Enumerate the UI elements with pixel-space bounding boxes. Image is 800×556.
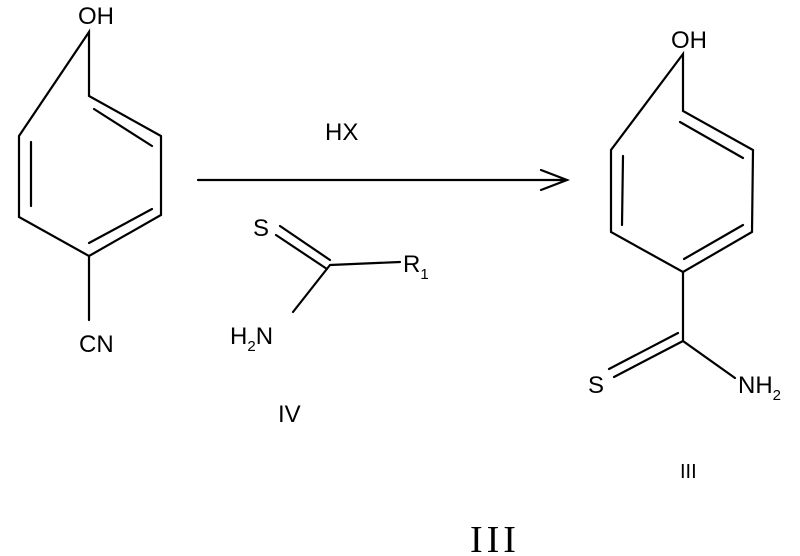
reactant-ring-bonds (17, 28, 163, 322)
reagent-label: IV (278, 401, 301, 428)
reactant-cn-label: CN (79, 331, 114, 358)
product-label: III (680, 461, 697, 483)
reactant-oh-label: OH (78, 3, 114, 30)
product-ring-bonds (609, 50, 755, 380)
condition-label: HX (325, 119, 358, 146)
reagent-thioamide: S R1 H2N IV (230, 215, 429, 428)
scheme-label: III (470, 519, 520, 556)
product-double-bonds (607, 120, 745, 379)
reagent-s-label: S (253, 215, 269, 242)
product-s-label: S (588, 372, 604, 399)
reactant-4-hydroxybenzonitrile: OH CN (17, 3, 163, 358)
product-4-hydroxythiobenzamide: OH S NH2 III (588, 27, 781, 483)
reagent-r1-label: R1 (403, 251, 429, 283)
product-nh2-label: NH2 (738, 372, 781, 404)
reaction-arrow: HX (196, 119, 571, 192)
reagent-h2n-label: H2N (230, 323, 273, 355)
reactant-double-bonds (29, 107, 154, 245)
arrow-icon (196, 168, 571, 192)
product-oh-label: OH (671, 27, 707, 54)
reagent-bonds (274, 224, 402, 314)
